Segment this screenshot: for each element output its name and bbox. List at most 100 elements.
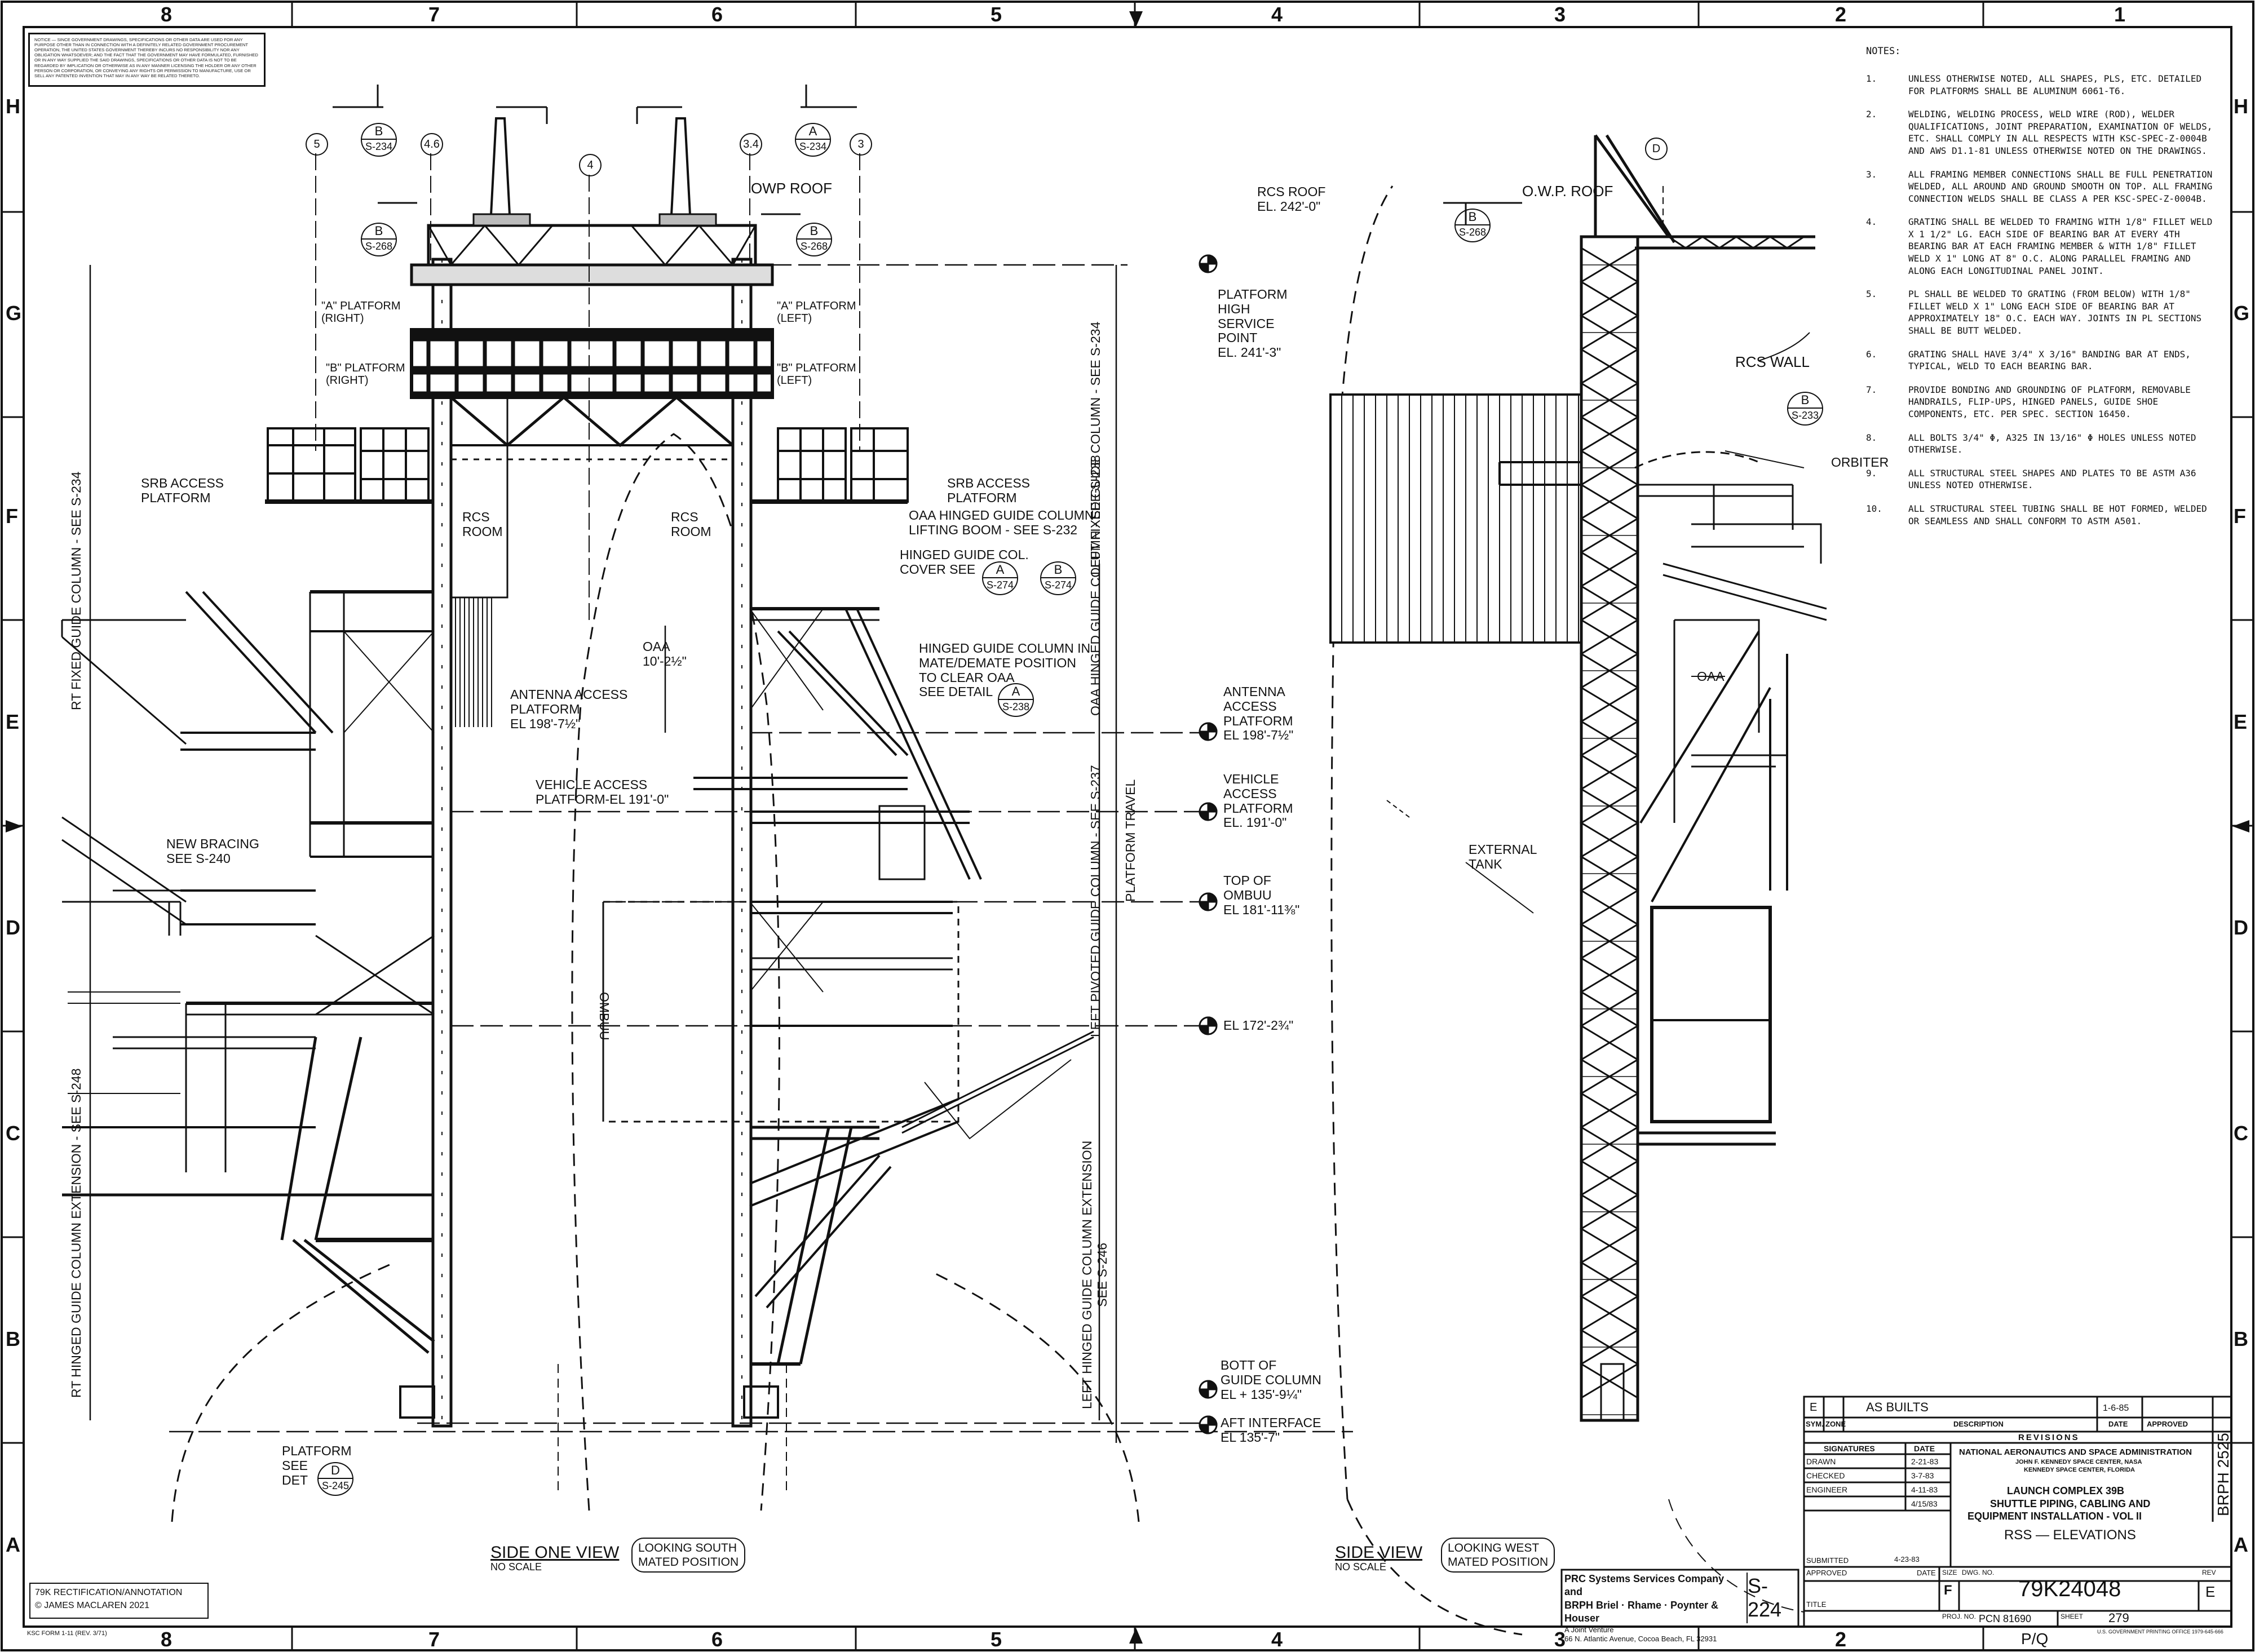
- gpo-line: U.S. GOVERNMENT PRINTING OFFICE 1979-645…: [2097, 1629, 2223, 1635]
- side-one-view-title-text: SIDE ONE VIEW: [490, 1543, 620, 1562]
- sheet-number: 279: [2108, 1611, 2129, 1625]
- approved-label: APPROVED: [1806, 1569, 1847, 1577]
- zone-left-e: E: [6, 710, 20, 733]
- platform-see-det-label: PLATFORM SEE DET: [282, 1443, 352, 1487]
- hdr-approved: APPROVED: [2147, 1420, 2188, 1428]
- credit-line-1: 79K RECTIFICATION/ANNOTATION: [35, 1588, 183, 1597]
- left-pivoted-guide-label: LEFT PIVOTED GUIDE COLUMN - SEE S-237: [1088, 765, 1103, 1037]
- note-number: 6.: [1866, 348, 1877, 360]
- zone-top-5: 5: [991, 3, 1002, 26]
- note-number: 2.: [1866, 109, 1877, 120]
- owp-roof-right-label: O.W.P. ROOF: [1522, 183, 1613, 200]
- hinged-guide-mate-label: HINGED GUIDE COLUMN IN MATE/DEMATE POSIT…: [919, 641, 1091, 699]
- section-ref-sheet: S-274: [1044, 579, 1072, 591]
- elevation-vehicle-access: VEHICLE ACCESS PLATFORM EL. 191'-0": [1223, 772, 1293, 830]
- government-notice-text: NOTICE — SINCE GOVERNMENT DRAWINGS, SPEC…: [34, 37, 258, 78]
- new-bracing-label: NEW BRACING SEE S-240: [166, 836, 259, 866]
- note-number: 9.: [1866, 467, 1877, 479]
- drawn-date: 2-21-83: [1911, 1457, 1939, 1466]
- zone-left-a: A: [6, 1533, 20, 1556]
- note-text: PROVIDE BONDING AND GROUNDING OF PLATFOR…: [1908, 384, 2191, 419]
- project-line-3: EQUIPMENT INSTALLATION - VOL II: [1967, 1511, 2142, 1522]
- zone-bottom-2: 2: [1835, 1628, 1847, 1651]
- elevation-antenna-access: ANTENNA ACCESS PLATFORM EL 198'-7½": [1223, 684, 1294, 743]
- rev-label: REV: [2202, 1569, 2216, 1576]
- side-view-direction: LOOKING WEST MATED POSITION: [1441, 1538, 1555, 1573]
- note-number: 3.: [1866, 169, 1877, 180]
- grid-line-5: 5: [306, 133, 328, 156]
- zone-left-h: H: [6, 95, 20, 118]
- extra-sig-date: 4/15/83: [1911, 1499, 1938, 1508]
- elevation-rcs-roof: RCS ROOF EL. 242'-0": [1257, 184, 1326, 214]
- section-ref-letter: B: [1041, 563, 1075, 578]
- side-one-view-structure: [61, 85, 1353, 1522]
- oaa-right-label: OAA: [1697, 669, 1725, 684]
- credit-line-2: © JAMES MACLAREN 2021: [35, 1601, 149, 1611]
- proj-no-label: PROJ. NO.: [1942, 1613, 1977, 1620]
- form-number: KSC FORM 1-11 (REV. 3/71): [27, 1630, 107, 1637]
- section-ref-sheet: S-268: [1458, 227, 1487, 238]
- drawing-title: RSS — ELEVATIONS: [2004, 1527, 2136, 1543]
- hinged-guide-cover-label: HINGED GUIDE COL. COVER SEE: [900, 547, 1029, 577]
- note-item: 4.GRATING SHALL BE WELDED TO FRAMING WIT…: [1866, 216, 2216, 277]
- drawing-number: 79K24048: [2018, 1576, 2121, 1601]
- firm-line-4: 66 N. Atlantic Avenue, Cocoa Beach, FL 3…: [1564, 1635, 1717, 1644]
- hdr-sym: SYM.: [1806, 1420, 1824, 1428]
- zone-right-c: C: [2234, 1122, 2248, 1145]
- section-ref-letter: B: [362, 124, 396, 140]
- drawn-label: DRAWN: [1806, 1457, 1836, 1466]
- firm-line-3: A Joint Venture: [1564, 1625, 1614, 1634]
- section-ref-letter: D: [319, 1463, 352, 1479]
- sheet-label: SHEET: [2061, 1613, 2084, 1620]
- oaa-dimension-label: OAA 10'-2½": [643, 639, 687, 668]
- zone-left-b: B: [6, 1327, 20, 1350]
- note-text: ALL FRAMING MEMBER CONNECTIONS SHALL BE …: [1908, 169, 2213, 204]
- orbiter-label: ORBITER: [1831, 455, 1889, 470]
- note-item: 10.ALL STRUCTURAL STEEL TUBING SHALL BE …: [1866, 503, 2216, 527]
- srb-access-platform-left-label: SRB ACCESS PLATFORM: [141, 476, 224, 505]
- rev-value: E: [2205, 1583, 2216, 1600]
- zone-bottom-5: 5: [991, 1628, 1002, 1651]
- section-ref-sheet: S-234: [799, 141, 827, 152]
- grid-line-4: 4: [579, 154, 602, 176]
- elevation-172: EL 172'-2¾": [1223, 1018, 1294, 1033]
- elevation-bott-guide-column: BOTT OF GUIDE COLUMN EL + 135'-9¼": [1221, 1358, 1321, 1402]
- side-view-structure: [1329, 134, 1827, 1636]
- rt-fixed-guide-label: RT FIXED GUIDE COLUMN - SEE S-234: [69, 471, 83, 710]
- checked-label: CHECKED: [1806, 1471, 1845, 1480]
- title-label: TITLE: [1806, 1600, 1827, 1609]
- note-item: 1.UNLESS OTHERWISE NOTED, ALL SHAPES, PL…: [1866, 73, 2216, 97]
- firm-line-2: BRPH Briel · Rhame · Poynter & Houser: [1564, 1599, 1719, 1624]
- section-ref-letter: B: [797, 224, 831, 240]
- srb-access-platform-right-label: SRB ACCESS PLATFORM: [947, 476, 1030, 505]
- rcs-wall-label: RCS WALL: [1735, 353, 1810, 370]
- government-notice-block: NOTICE — SINCE GOVERNMENT DRAWINGS, SPEC…: [28, 33, 266, 87]
- drawing-border: [23, 26, 2232, 1628]
- zone-top-7: 7: [428, 3, 440, 26]
- note-text: WELDING, WELDING PROCESS, WELD WIRE (ROD…: [1908, 109, 2213, 156]
- rcs-room-right-label: RCS ROOM: [671, 510, 711, 539]
- engineer-date: 4-11-83: [1911, 1485, 1938, 1494]
- hdr-description: DESCRIPTION: [1953, 1420, 2004, 1428]
- note-text: ALL STRUCTURAL STEEL SHAPES AND PLATES T…: [1908, 467, 2196, 491]
- checked-date: 3-7-83: [1911, 1471, 1934, 1480]
- zone-top-2: 2: [1835, 3, 1847, 26]
- firm-line-1: PRC Systems Services Company and: [1564, 1573, 1725, 1598]
- zone-right-g: G: [2234, 302, 2250, 325]
- center-line-2: KENNEDY SPACE CENTER, FLORIDA: [2024, 1467, 2135, 1473]
- zone-left-f: F: [6, 504, 18, 528]
- platform-travel-label: PLATFORM TRAVEL: [1123, 779, 1138, 902]
- zone-bottom-6: 6: [711, 1628, 723, 1651]
- title-block-lines: [1560, 1396, 2232, 1628]
- note-item: 8.ALL BOLTS 3/4" ϕ, A325 IN 13/16" ϕ HOL…: [1866, 432, 2216, 456]
- note-item: 6.GRATING SHALL HAVE 3/4" X 3/16" BANDIN…: [1866, 348, 2216, 373]
- side-code: BRPH 2525: [2214, 1433, 2232, 1516]
- zone-bottom-3: 3: [1554, 1628, 1566, 1651]
- note-item: 9. ALL STRUCTURAL STEEL SHAPES AND PLATES…: [1866, 467, 2216, 491]
